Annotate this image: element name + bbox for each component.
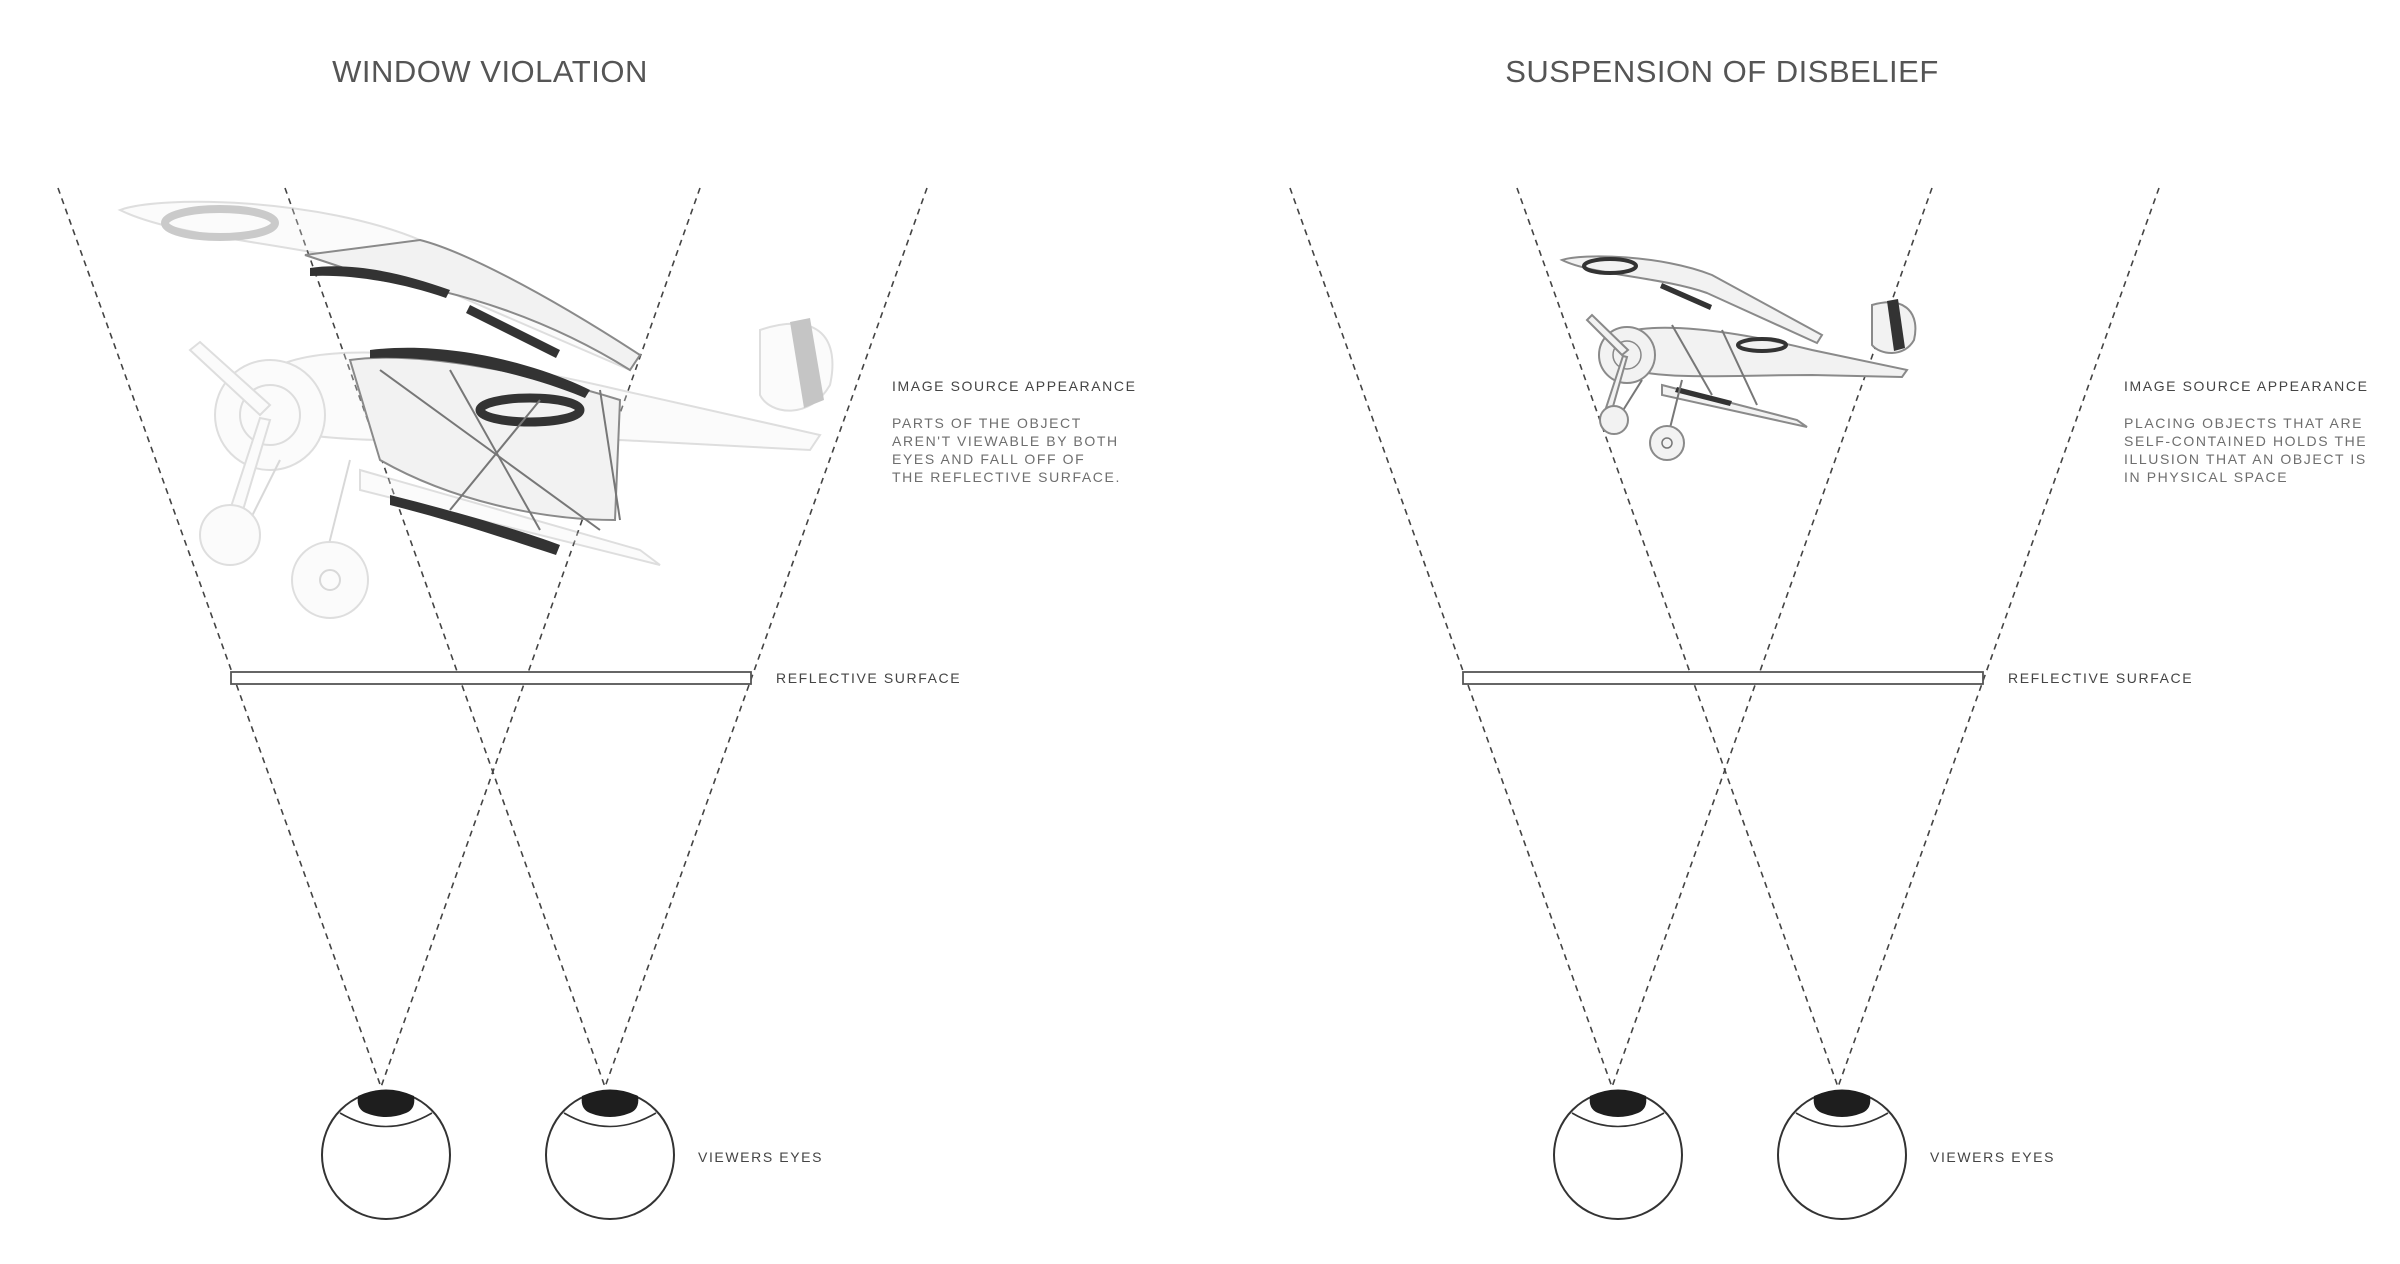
sight-lines — [1289, 187, 2160, 1088]
description-line: ILLUSION THAT AN OBJECT IS — [2124, 451, 2367, 467]
description-line: SELF-CONTAINED HOLDS THE — [2124, 433, 2367, 449]
panel-window-violation: WINDOW VIOLATION — [57, 54, 1137, 1220]
biplane-illustration — [1559, 255, 1917, 461]
viewers-eyes-label: VIEWERS EYES — [698, 1149, 823, 1165]
image-source-heading: IMAGE SOURCE APPEARANCE — [892, 378, 1137, 394]
reflective-surface — [230, 671, 752, 685]
description-line: EYES AND FALL OFF OF — [892, 451, 1085, 467]
biplane-illustration — [117, 200, 834, 619]
eye-icon — [321, 1089, 451, 1220]
reflective-surface-label: REFLECTIVE SURFACE — [2008, 670, 2193, 686]
reflective-surface-label: REFLECTIVE SURFACE — [776, 670, 961, 686]
panel-suspension-of-disbelief: SUSPENSION OF DISBELIEF — [1289, 54, 2369, 1220]
panel-title: WINDOW VIOLATION — [332, 54, 648, 89]
image-source-description: PLACING OBJECTS THAT ARE SELF-CONTAINED … — [2124, 415, 2367, 485]
panel-title: SUSPENSION OF DISBELIEF — [1505, 54, 1939, 89]
eye-icon — [545, 1089, 675, 1220]
image-source-heading: IMAGE SOURCE APPEARANCE — [2124, 378, 2369, 394]
description-line: IN PHYSICAL SPACE — [2124, 469, 2288, 485]
image-source-description: PARTS OF THE OBJECT AREN'T VIEWABLE BY B… — [892, 415, 1121, 485]
eye-icon — [1553, 1089, 1683, 1220]
reflective-surface — [1462, 671, 1984, 685]
eye-icon — [1777, 1089, 1907, 1220]
sight-lines — [57, 187, 928, 1088]
description-line: AREN'T VIEWABLE BY BOTH — [892, 433, 1119, 449]
description-line: PARTS OF THE OBJECT — [892, 415, 1082, 431]
viewers-eyes-label: VIEWERS EYES — [1930, 1149, 2055, 1165]
description-line: THE REFLECTIVE SURFACE. — [892, 469, 1121, 485]
description-line: PLACING OBJECTS THAT ARE — [2124, 415, 2363, 431]
